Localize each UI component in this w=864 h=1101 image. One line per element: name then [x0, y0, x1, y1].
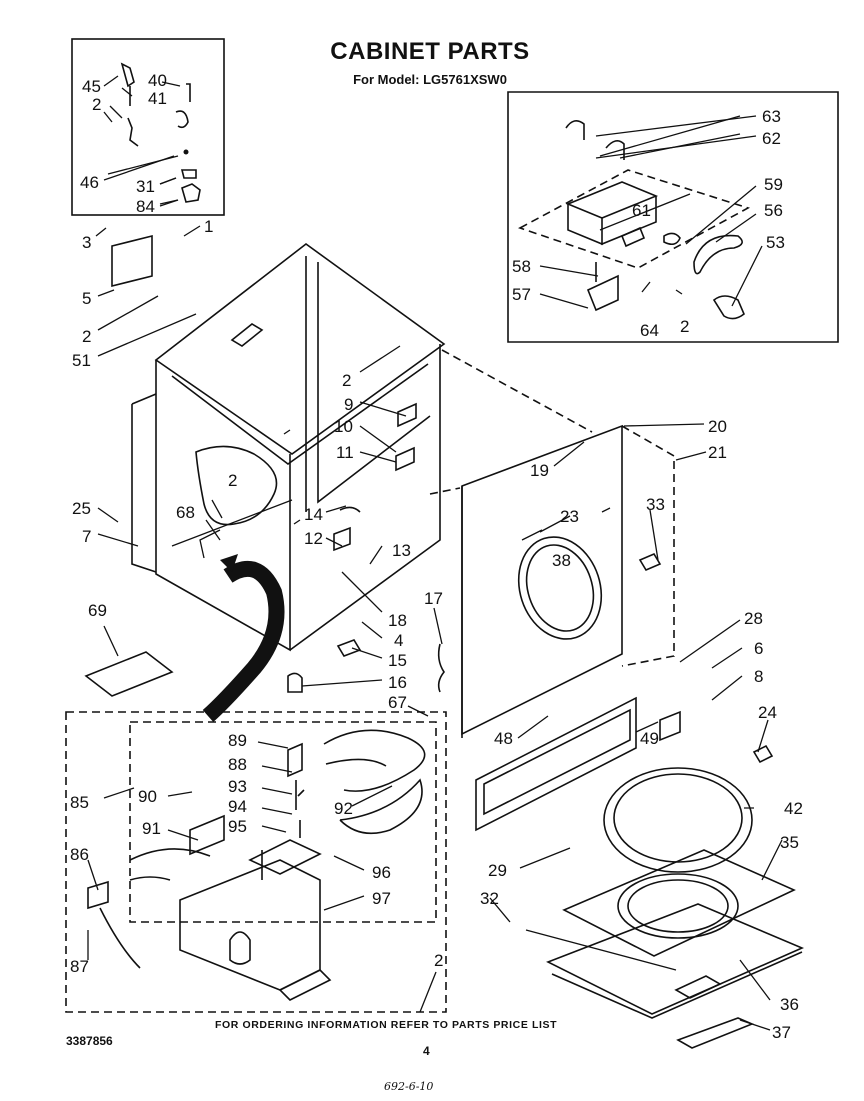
label-2: 2: [434, 951, 443, 970]
label-45: 45: [82, 77, 101, 96]
label-91: 91: [142, 819, 161, 838]
burner-assembly: [65, 711, 447, 1013]
label-61: 61: [632, 201, 651, 220]
label-32: 32: [480, 889, 499, 908]
label-5: 5: [82, 289, 91, 308]
toe-panel: [475, 696, 681, 832]
label-56: 56: [764, 201, 783, 220]
label-96: 96: [372, 863, 391, 882]
label-28: 28: [744, 609, 763, 628]
label-14: 14: [304, 505, 323, 524]
door-switch: [336, 639, 362, 657]
label-97: 97: [372, 889, 391, 908]
rating-plate: [84, 651, 174, 697]
label-36: 36: [780, 995, 799, 1014]
label-13: 13: [392, 541, 411, 560]
label-2: 2: [82, 327, 91, 346]
part-labels: 45 40 41 2 46 31 84 3 1 5 2 51 63 62 61 …: [70, 71, 803, 1042]
spring: [437, 643, 445, 693]
label-4: 4: [394, 631, 403, 650]
label-51: 51: [72, 351, 91, 370]
label-64: 64: [640, 321, 659, 340]
label-2: 2: [342, 371, 351, 390]
label-37: 37: [772, 1023, 791, 1042]
label-58: 58: [512, 257, 531, 276]
label-49: 49: [640, 729, 659, 748]
label-40: 40: [148, 71, 167, 90]
label-11: 11: [336, 443, 354, 462]
bracket: [111, 234, 153, 288]
label-2: 2: [680, 317, 689, 336]
hardware-inset: [71, 38, 225, 216]
exhaust-hose: [202, 554, 285, 723]
label-69: 69: [88, 601, 107, 620]
label-16: 16: [388, 673, 407, 692]
label-20: 20: [708, 417, 727, 436]
label-87: 87: [70, 957, 89, 976]
label-12: 12: [304, 529, 323, 548]
label-57: 57: [512, 285, 531, 304]
label-88: 88: [228, 755, 247, 774]
label-94: 94: [228, 797, 247, 816]
label-2: 2: [92, 95, 101, 114]
front-panel: [429, 349, 675, 738]
label-90: 90: [138, 787, 157, 806]
label-48: 48: [494, 729, 513, 748]
label-38: 38: [552, 551, 571, 570]
label-53: 53: [766, 233, 785, 252]
label-15: 15: [388, 651, 407, 670]
label-67: 67: [388, 693, 407, 712]
label-33: 33: [646, 495, 665, 514]
label-46: 46: [80, 173, 99, 192]
label-62: 62: [762, 129, 781, 148]
label-3: 3: [82, 233, 91, 252]
model-subtitle: For Model: LG5761XSW0: [353, 72, 507, 87]
label-84: 84: [136, 197, 155, 216]
label-17: 17: [424, 589, 443, 608]
label-92: 92: [334, 799, 353, 818]
motor-inset: [507, 91, 839, 343]
label-89: 89: [228, 731, 247, 750]
page-title: CABINET PARTS: [330, 38, 530, 65]
document-number: 3387856: [66, 1034, 113, 1048]
thermostat: [333, 506, 361, 552]
label-18: 18: [388, 611, 407, 630]
base-assembly: [546, 744, 805, 1049]
label-8: 8: [754, 667, 763, 686]
label-23: 23: [560, 507, 579, 526]
label-95: 95: [228, 817, 247, 836]
label-42: 42: [784, 799, 803, 818]
label-1: 1: [204, 217, 213, 236]
label-6: 6: [754, 639, 763, 658]
ordering-note: FOR ORDERING INFORMATION REFER TO PARTS …: [215, 1019, 558, 1031]
label-9: 9: [344, 395, 353, 414]
label-2: 2: [228, 471, 237, 490]
label-19: 19: [530, 461, 549, 480]
page-number: 4: [423, 1044, 430, 1058]
label-63: 63: [762, 107, 781, 126]
label-21: 21: [708, 443, 727, 462]
label-59: 59: [764, 175, 783, 194]
label-31: 31: [136, 177, 155, 196]
label-25: 25: [72, 499, 91, 518]
label-85: 85: [70, 793, 89, 812]
label-7: 7: [82, 527, 91, 546]
label-68: 68: [176, 503, 195, 522]
label-41: 41: [148, 89, 167, 108]
label-24: 24: [758, 703, 777, 722]
cabinet-frame: [131, 243, 446, 652]
label-10: 10: [334, 417, 353, 436]
leveling-leg: [287, 672, 303, 693]
leader-lines: [87, 75, 783, 1031]
clips: [395, 402, 417, 472]
label-86: 86: [70, 845, 89, 864]
label-93: 93: [228, 777, 247, 796]
handwritten-note: 692-6-10: [384, 1080, 434, 1093]
label-35: 35: [780, 833, 799, 852]
label-29: 29: [488, 861, 507, 880]
